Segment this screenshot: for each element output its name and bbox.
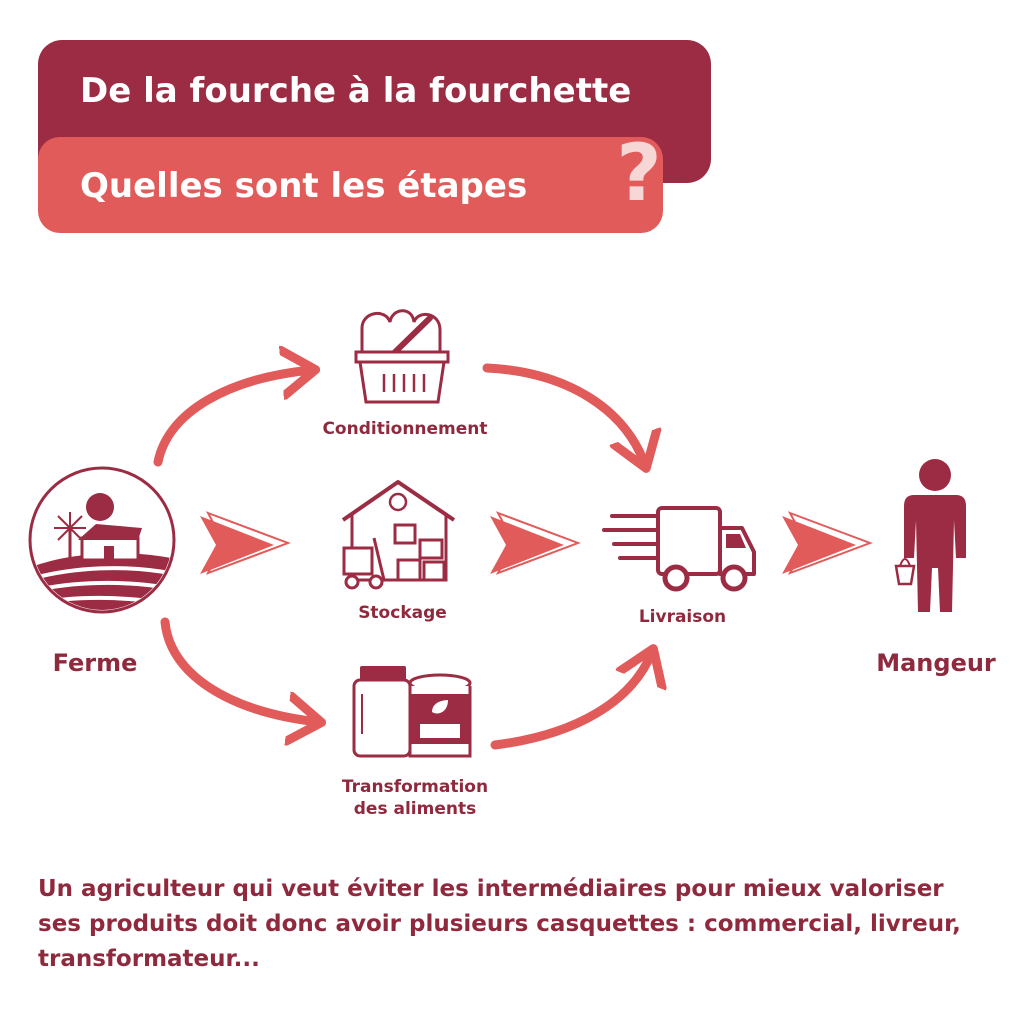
label-processing-line1: Transformation [341,777,489,797]
page-title: De la fourche à la fourchette [80,71,632,111]
chevron-farm-to-storage [200,511,291,575]
page-subtitle: Quelles sont les étapes [80,166,528,206]
subtitle-banner [38,137,663,233]
arrow-farm-to-packaging [153,370,312,467]
label-farm: Ferme [52,649,138,677]
arrow-processing-to-delivery [490,652,652,750]
person-with-basket-icon [894,459,966,612]
label-storage: Stockage [358,603,447,623]
truck-icon [602,506,756,592]
label-eater: Mangeur [876,649,996,677]
label-packaging: Conditionnement [322,419,488,439]
label-processing-line2: des aliments [353,799,477,819]
jars-icon [352,666,472,758]
chevron-storage-to-delivery [490,511,581,575]
chevron-delivery-to-eater [782,511,873,575]
question-mark: ? [616,129,662,219]
warehouse-icon [341,480,456,590]
arrow-farm-to-processing [160,617,318,722]
label-delivery: Livraison [638,607,727,627]
description-text: Un agriculteur qui veut éviter les inter… [38,876,961,972]
farm-icon [28,466,176,614]
basket-icon [354,309,450,404]
arrow-packaging-to-delivery [482,363,645,465]
